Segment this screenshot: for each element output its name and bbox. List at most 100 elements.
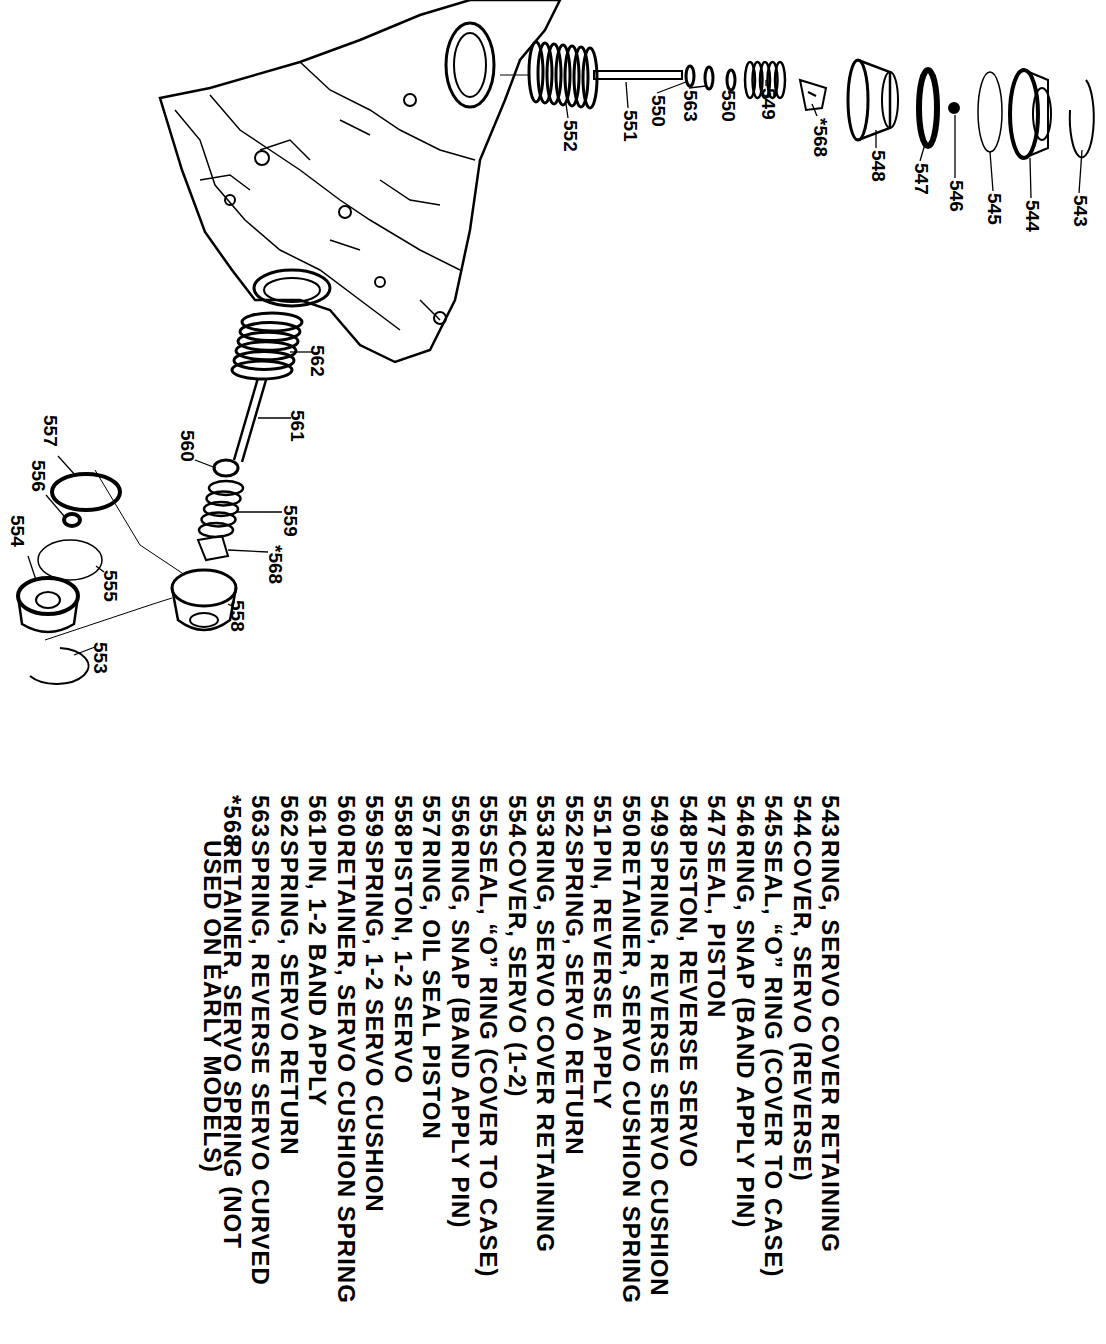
- case-hole: [255, 151, 269, 165]
- callout-number: 554: [8, 515, 27, 547]
- parts-list-number: 543: [818, 795, 842, 838]
- reverse-servo-bore: [454, 33, 486, 97]
- callout-number: *568: [811, 118, 830, 157]
- parts-list-number: 559: [362, 795, 386, 838]
- retainer: [214, 460, 238, 476]
- callout-number: 560: [178, 430, 197, 462]
- parts-list-number: 557: [419, 795, 443, 838]
- parts-list-description: COVER, SERVO (1-2): [505, 840, 529, 1098]
- parts-list-description: RING, SNAP (BAND APPLY PIN): [733, 840, 757, 1228]
- parts-list-number: 546: [733, 795, 757, 838]
- parts-list-description: COVER, SERVO (REVERSE): [790, 840, 814, 1182]
- callout-number: 557: [41, 415, 60, 447]
- servo-piston: [172, 570, 236, 606]
- callout-number: 545: [985, 193, 1004, 225]
- reverse-piston: [882, 72, 898, 128]
- callout-number: 563: [681, 90, 700, 122]
- callout-number: 547: [912, 163, 931, 195]
- servo-spring-retainer: [198, 536, 228, 560]
- callout-number: 550: [649, 95, 668, 127]
- parts-list-number: 549: [647, 795, 671, 838]
- transmission-case: [160, 0, 560, 362]
- parts-list-description: RETAINER, SERVO SPRING (NOT USED ON EARL…: [202, 840, 242, 1260]
- curved-spring: [705, 67, 713, 89]
- parts-list-description: SEAL, “O” RING (COVER TO CASE): [476, 840, 500, 1278]
- case-hole: [434, 312, 446, 324]
- reverse-servo-bore: [446, 23, 494, 107]
- servo-cover: [18, 596, 78, 632]
- piston-seal: [919, 70, 937, 146]
- case-hole: [339, 206, 351, 218]
- parts-list-number: 561: [305, 795, 329, 838]
- case-hole: [404, 94, 416, 106]
- parts-list-description: SPRING, REVERSE SERVO CURVED: [248, 840, 272, 1286]
- parts-list-number: 563: [248, 795, 272, 838]
- parts-list-description: PISTON, 1-2 SERVO: [391, 840, 415, 1084]
- servo-piston: [190, 613, 218, 627]
- reverse-piston: [858, 60, 890, 140]
- parts-list-number: 555: [476, 795, 500, 838]
- parts-list-number: 558: [391, 795, 415, 838]
- parts-list-description: PISTON, REVERSE SERVO: [676, 840, 700, 1168]
- servo-cover: [36, 592, 60, 608]
- servo-cover: [18, 578, 78, 614]
- callout-number: 548: [869, 150, 888, 182]
- snap-ring: [64, 514, 80, 526]
- callout-number: 543: [1071, 195, 1090, 227]
- parts-list-description: SEAL, PISTON: [704, 840, 728, 1018]
- parts-list-number: 550: [619, 795, 643, 838]
- case-hole: [375, 277, 385, 287]
- parts-list-description: RING, SERVO COVER RETAINING: [818, 840, 842, 1253]
- callout-number: *568: [266, 545, 285, 584]
- callout-number: 544: [1023, 200, 1042, 232]
- oil-seal-ring: [52, 474, 120, 510]
- reverse-apply-pin: [594, 71, 682, 79]
- assembly-guide: [45, 470, 185, 640]
- parts-list-description: PIN, REVERSE APPLY: [590, 840, 614, 1110]
- retainer: [727, 70, 735, 90]
- parts-list-number: 553: [533, 795, 557, 838]
- parts-list-description: PIN, 1-2 BAND APPLY: [305, 840, 329, 1107]
- springs: [199, 42, 785, 537]
- parts-list-number: 554: [505, 795, 529, 838]
- parts-list-description: SPRING, 1-2 SERVO CUSHION: [362, 840, 386, 1213]
- o-ring-seal: [978, 72, 1002, 152]
- snap-ring: [949, 103, 959, 113]
- leader-lines: [28, 80, 1082, 655]
- callout-number: 555: [101, 570, 120, 602]
- parts-list-description: SPRING, REVERSE SERVO CUSHION: [647, 840, 671, 1297]
- callout-number: 562: [308, 345, 327, 377]
- callout-number: 552: [561, 120, 580, 152]
- callout-number: 556: [29, 460, 48, 492]
- parts-list-description: RETAINER, SERVO CUSHION SPRING: [334, 840, 358, 1304]
- parts-list-number: 551: [590, 795, 614, 838]
- reverse-piston: [848, 60, 868, 140]
- assembly-axis: [500, 75, 530, 76]
- spring-coil: [199, 523, 233, 537]
- parts-list-description: SPRING, SERVO RETURN: [277, 840, 301, 1156]
- parts-list-number: 548: [676, 795, 700, 838]
- servo-piston: [172, 588, 236, 630]
- callout-number: 558: [228, 600, 247, 632]
- parts-list-description: SPRING, SERVO RETURN: [562, 840, 586, 1156]
- servo-cover: [1033, 88, 1051, 140]
- parts-list-description: RING, OIL SEAL PISTON: [419, 840, 443, 1140]
- callout-number: 551: [621, 110, 640, 142]
- servo-bore: [264, 278, 320, 302]
- parts-list-number: 544: [790, 795, 814, 838]
- parts-list-number: 545: [761, 795, 785, 838]
- callout-number: 549: [759, 88, 778, 120]
- retainer: [686, 66, 694, 86]
- parts-list-number: 552: [562, 795, 586, 838]
- cover-retaining-ring: [1070, 80, 1094, 157]
- parts-list-number: 556: [448, 795, 472, 838]
- parts-list-number: 560: [334, 795, 358, 838]
- parts-list-number: 562: [277, 795, 301, 838]
- callout-number: 559: [281, 505, 300, 537]
- callout-number: 561: [288, 410, 307, 442]
- parts-list-description: RING, SNAP (BAND APPLY PIN): [448, 840, 472, 1228]
- parts-list-number: 547: [704, 795, 728, 838]
- case-detail: [175, 62, 475, 330]
